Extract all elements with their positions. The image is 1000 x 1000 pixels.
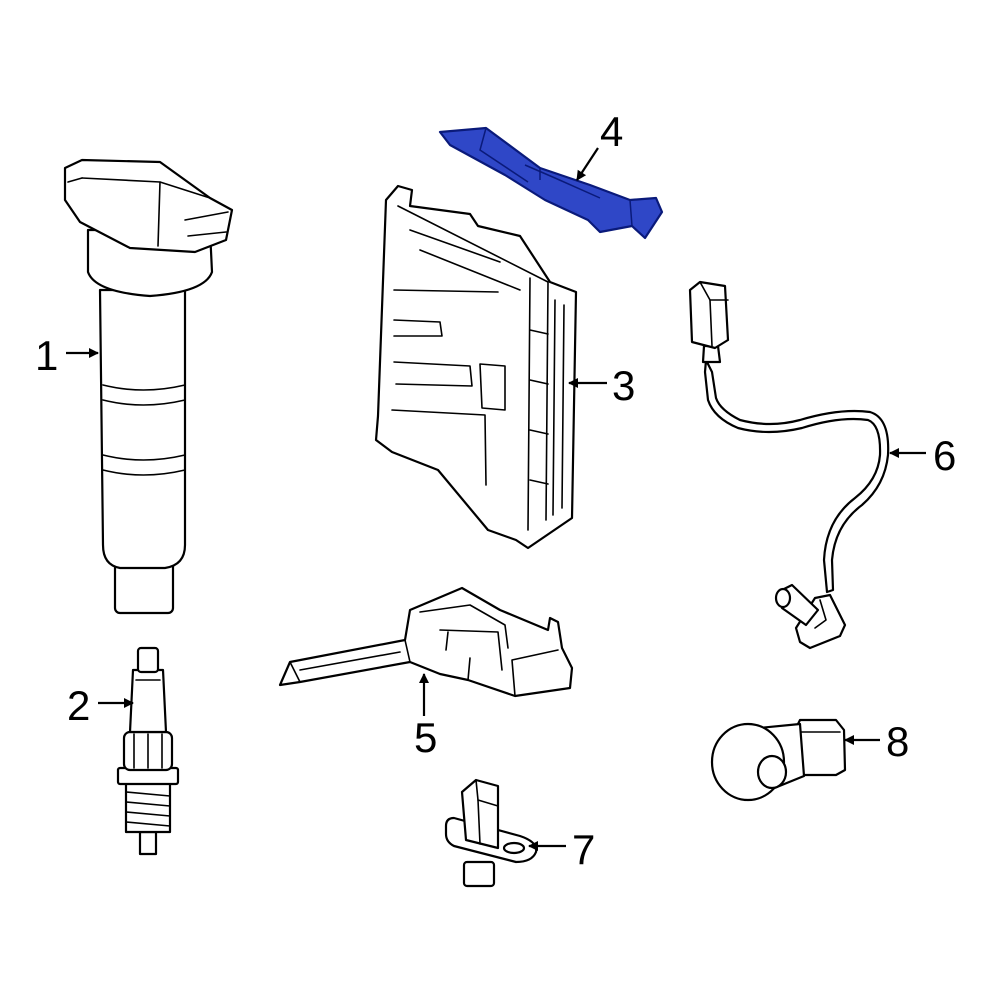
part-3-engine-control-module[interactable] [374,184,578,550]
callout-1: 1 [35,332,58,379]
part-6-sensor-with-lead[interactable] [688,280,890,650]
callout-8: 8 [886,718,909,765]
callout-7: 7 [572,826,595,873]
part-7-sensor[interactable] [444,778,538,888]
part-5-bracket[interactable] [278,586,574,698]
callout-2: 2 [67,682,90,729]
callout-3: 3 [612,362,635,409]
part-1-ignition-coil[interactable] [63,158,234,615]
part-4-bracket-highlighted[interactable] [438,126,664,240]
part-2-spark-plug[interactable] [116,646,180,856]
callout-6: 6 [933,432,956,479]
part-8-knock-sensor[interactable] [710,718,847,802]
leader-4 [576,147,599,181]
callout-5: 5 [414,714,437,761]
callout-4: 4 [600,108,623,155]
